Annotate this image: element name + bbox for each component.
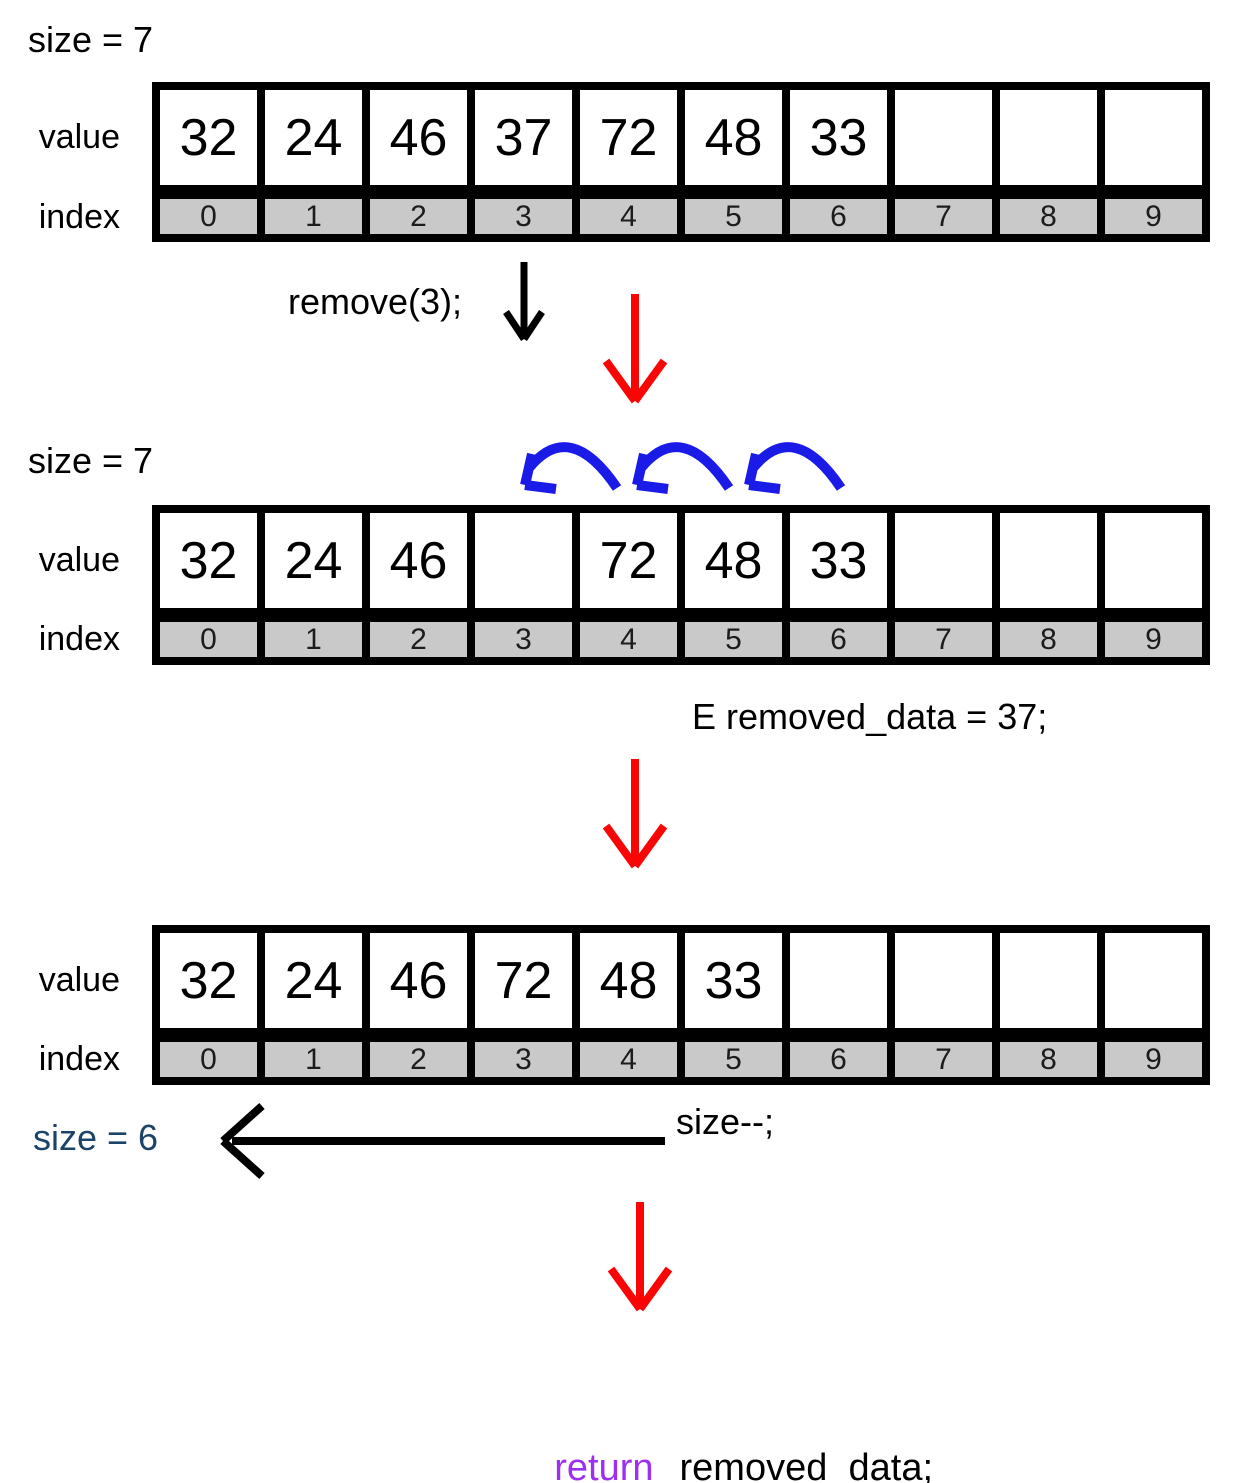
index-row-label-step3: index	[38, 1040, 120, 1078]
index-cell: 7	[895, 1042, 1000, 1077]
index-row: 0 1 2 3 4 5 6 7 8 9	[160, 608, 1202, 657]
index-cell: 8	[1000, 199, 1105, 234]
value-cell	[1000, 90, 1105, 185]
value-row: 32 24 46 72 48 33	[160, 513, 1202, 608]
index-cell: 2	[370, 199, 475, 234]
index-cell: 6	[790, 199, 895, 234]
value-row-label-step1: value	[38, 118, 120, 156]
value-cell: 46	[370, 933, 475, 1028]
index-cell: 1	[265, 1042, 370, 1077]
size-label-step1: size = 7	[28, 19, 154, 60]
value-cell	[895, 513, 1000, 608]
value-cell: 24	[265, 933, 370, 1028]
down-arrow-icon	[503, 262, 545, 341]
value-cell	[1000, 933, 1105, 1028]
index-cell: 7	[895, 622, 1000, 657]
value-cell: 33	[790, 513, 895, 608]
value-cell: 33	[790, 90, 895, 185]
index-row: 0 1 2 3 4 5 6 7 8 9	[160, 1028, 1202, 1077]
value-row-label-step2: value	[38, 541, 120, 579]
value-cell: 32	[160, 933, 265, 1028]
index-cell: 2	[370, 1042, 475, 1077]
index-cell: 3	[475, 199, 580, 234]
index-cell: 9	[1105, 1042, 1202, 1077]
index-cell: 3	[475, 622, 580, 657]
size-label-step2: size = 7	[28, 440, 154, 481]
index-cell: 8	[1000, 1042, 1105, 1077]
index-cell: 4	[580, 1042, 685, 1077]
value-cell: 32	[160, 90, 265, 185]
index-row-label-step1: index	[38, 198, 120, 236]
flow-down-arrow-icon	[602, 294, 668, 404]
remove-call-label: remove(3);	[288, 281, 463, 322]
index-cell: 5	[685, 1042, 790, 1077]
index-cell: 6	[790, 622, 895, 657]
value-cell	[1105, 90, 1202, 185]
value-cell: 72	[475, 933, 580, 1028]
value-cell: 33	[685, 933, 790, 1028]
index-cell: 9	[1105, 199, 1202, 234]
value-cell: 46	[370, 90, 475, 185]
shift-left-arcs-icon	[520, 442, 846, 494]
return-expression: removed_data;	[679, 1447, 934, 1483]
value-cell	[1105, 933, 1202, 1028]
value-cell	[895, 90, 1000, 185]
index-cell: 0	[160, 1042, 265, 1077]
value-cell: 72	[580, 513, 685, 608]
index-row-label-step2: index	[38, 620, 120, 658]
value-cell: 24	[265, 513, 370, 608]
index-cell: 0	[160, 622, 265, 657]
index-row: 0 1 2 3 4 5 6 7 8 9	[160, 185, 1202, 234]
value-cell: 72	[580, 90, 685, 185]
index-cell: 3	[475, 1042, 580, 1077]
value-cell: 46	[370, 513, 475, 608]
value-cell	[895, 933, 1000, 1028]
return-keyword: return	[554, 1447, 654, 1483]
array-step2: 32 24 46 72 48 33 0 1 2 3 4 5 6 7 8 9	[152, 505, 1210, 665]
value-cell	[1105, 513, 1202, 608]
index-cell: 5	[685, 622, 790, 657]
array-step1: 32 24 46 37 72 48 33 0 1 2 3 4 5 6 7 8 9	[152, 82, 1210, 242]
index-cell: 8	[1000, 622, 1105, 657]
index-cell: 4	[580, 199, 685, 234]
value-cell: 48	[685, 513, 790, 608]
array-step3: 32 24 46 72 48 33 0 1 2 3 4 5 6 7 8 9	[152, 925, 1210, 1085]
value-cell	[790, 933, 895, 1028]
value-row: 32 24 46 72 48 33	[160, 933, 1202, 1028]
index-cell: 7	[895, 199, 1000, 234]
value-cell: 24	[265, 90, 370, 185]
index-cell: 5	[685, 199, 790, 234]
value-cell: 48	[685, 90, 790, 185]
index-cell: 1	[265, 199, 370, 234]
value-cell: 37	[475, 90, 580, 185]
index-cell: 2	[370, 622, 475, 657]
flow-down-arrow-icon	[607, 1202, 673, 1312]
removed-data-assignment-label: E removed_data = 37;	[692, 696, 1048, 737]
left-arrow-icon	[220, 1103, 665, 1179]
size-label-step3: size = 6	[33, 1117, 159, 1158]
size-decrement-label: size--;	[676, 1101, 774, 1142]
index-cell: 1	[265, 622, 370, 657]
index-cell: 4	[580, 622, 685, 657]
index-cell: 0	[160, 199, 265, 234]
index-cell: 9	[1105, 622, 1202, 657]
value-cell: 32	[160, 513, 265, 608]
value-row-label-step3: value	[38, 961, 120, 999]
value-cell: 48	[580, 933, 685, 1028]
value-cell	[1000, 513, 1105, 608]
index-cell: 6	[790, 1042, 895, 1077]
return-statement: return removed_data;	[512, 1402, 933, 1483]
flow-down-arrow-icon	[602, 759, 668, 869]
value-row: 32 24 46 37 72 48 33	[160, 90, 1202, 185]
value-cell	[475, 513, 580, 608]
